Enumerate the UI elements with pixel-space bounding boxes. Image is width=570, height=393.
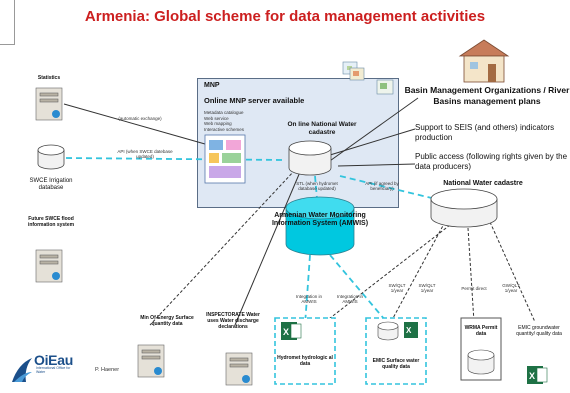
edge-minenergy [149,169,296,326]
corner-frame [0,0,15,45]
mnp-services: Metadata catalogue Web service Web mappi… [204,110,264,133]
cadastre-cylinder [288,140,332,176]
service-item: Web mapping [204,121,232,127]
amwis-cylinder [285,196,355,256]
svg-text:X: X [283,327,289,337]
excel-icon: X [281,322,302,340]
house-icon [458,39,510,83]
bmo-label: Basin Management Organizations / River B… [404,85,570,106]
svg-text:X: X [529,371,535,381]
statistics-label: Statistics [37,75,61,81]
online-cadastre-label: On line National Water cadastre [287,121,357,136]
hydromet-label: Hydromet hydrologic al data [277,355,333,367]
edge-statistics [63,103,206,145]
seis-label: Support to SEIS (and others) indicators … [415,123,555,142]
edge-api-benef [339,175,441,201]
map-thumbnail [204,134,246,184]
service-item: Interactive schemes [204,126,245,132]
oieau-logo: OiEau [34,352,73,368]
swqlt-note: SW/QLT 1/year [388,283,406,294]
server-inspectorate [225,352,253,386]
edge-hydromet [304,254,311,326]
permit-direct-note: Permit direct [461,286,487,291]
edge-swce [65,157,286,161]
oieau-logo-icon [12,358,32,382]
minenergy-label: Min Of Energy Surface quantity data [140,315,194,327]
wrma-cylinder [467,349,495,375]
edge-seis [329,128,416,156]
edge-bmo [319,97,419,169]
emic-sw-cylinder [377,321,399,341]
national-cadastre-label: National Water cadastre [443,180,523,187]
swce-label: SWCE Irrigation database [29,178,73,192]
national-cadastre-cylinder [430,188,498,228]
oieau-subtitle: International Office for Water [36,366,71,374]
edge-emic-nat [391,221,446,321]
auto-exchange-note: (automatic exchange) [118,116,162,121]
swqlt-note-2: SW/QLT 1/year [418,283,436,294]
edge-stl [314,175,319,211]
excel-icon: X [527,366,548,384]
gwqlt-note: GW/QLT 1/year [502,283,520,294]
author-credit: P. Haener [95,367,120,373]
edge-emic-gw [489,221,536,323]
integration-note-1: Integration in AMWIS [295,294,323,305]
swce-cylinder [37,144,65,170]
edge-public [337,163,416,167]
server-future [35,249,63,283]
wrma-label: WRMA Permit data [464,325,498,337]
server-minenergy [137,344,165,378]
api-benef-note: API (if agreed by beneficiary) [365,181,399,192]
mnp-subtitle: Online MNP server available [204,96,305,105]
map-icons [342,61,394,95]
server-statistics [35,87,63,121]
emic-sw-label: EMIC Surface water quality data [372,358,420,370]
edge-inspectorate [234,171,301,326]
public-access-label: Public access (following rights given by… [415,152,568,171]
edge-hydromet-nat [324,224,451,323]
inspectorate-label: INSPECTORATE Water uses Water discharge … [206,312,260,330]
service-item: Metadata catalogue [204,110,244,115]
edge-wrma [467,227,475,323]
emic-gw-label: EMIC groundwater quantity/ quality data [516,325,562,337]
future-label: Future SWCE flood information system [27,216,75,228]
excel-icon: X [404,322,418,338]
service-item: Web service [204,115,229,121]
svg-text:X: X [406,326,412,335]
mnp-label: MNP [204,82,220,89]
stl-note: STL (when hydromet database updated) [296,181,338,192]
diagram-title: Armenia: Global scheme for data manageme… [84,8,486,25]
integration-note-2: Integration in AMWIS [336,294,364,305]
edge-emic-amwis [329,254,386,321]
amwis-label: Armenian Water Monitoring Information Sy… [271,212,369,228]
api-swce-note: API (when SWCE datebase updated) [117,149,173,160]
